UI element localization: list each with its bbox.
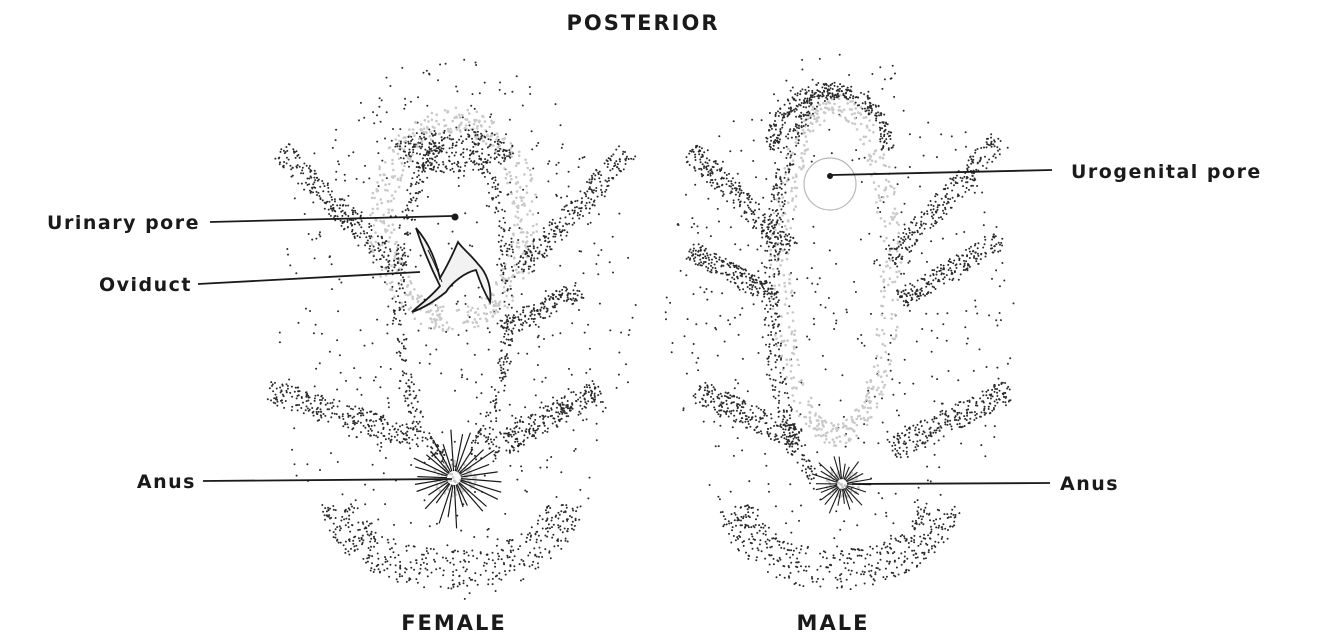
leader-male-anus	[852, 483, 1050, 484]
label-urogenital-pore: Urogenital pore	[1071, 161, 1262, 183]
leader-oviduct	[198, 272, 420, 284]
title-female: FEMALE	[401, 611, 507, 635]
female-specimen	[412, 214, 501, 529]
label-oviduct: Oviduct	[99, 274, 192, 296]
male-urogenital-opening	[804, 158, 856, 210]
female-specimen-stipple	[267, 59, 637, 600]
label-urinary-pore: Urinary pore	[47, 212, 200, 234]
label-male-anus: Anus	[1060, 473, 1119, 495]
male-urogenital-pore	[827, 173, 833, 179]
leader-female-anus	[203, 479, 452, 481]
label-female-anus: Anus	[137, 471, 196, 493]
title-male: MALE	[797, 611, 870, 635]
female-urinary-pore	[452, 214, 459, 221]
leader-urogenital-pore	[832, 170, 1052, 175]
male-specimen-stipple	[665, 54, 1015, 590]
leader-urinary-pore	[210, 216, 452, 222]
title-posterior: POSTERIOR	[566, 11, 719, 35]
